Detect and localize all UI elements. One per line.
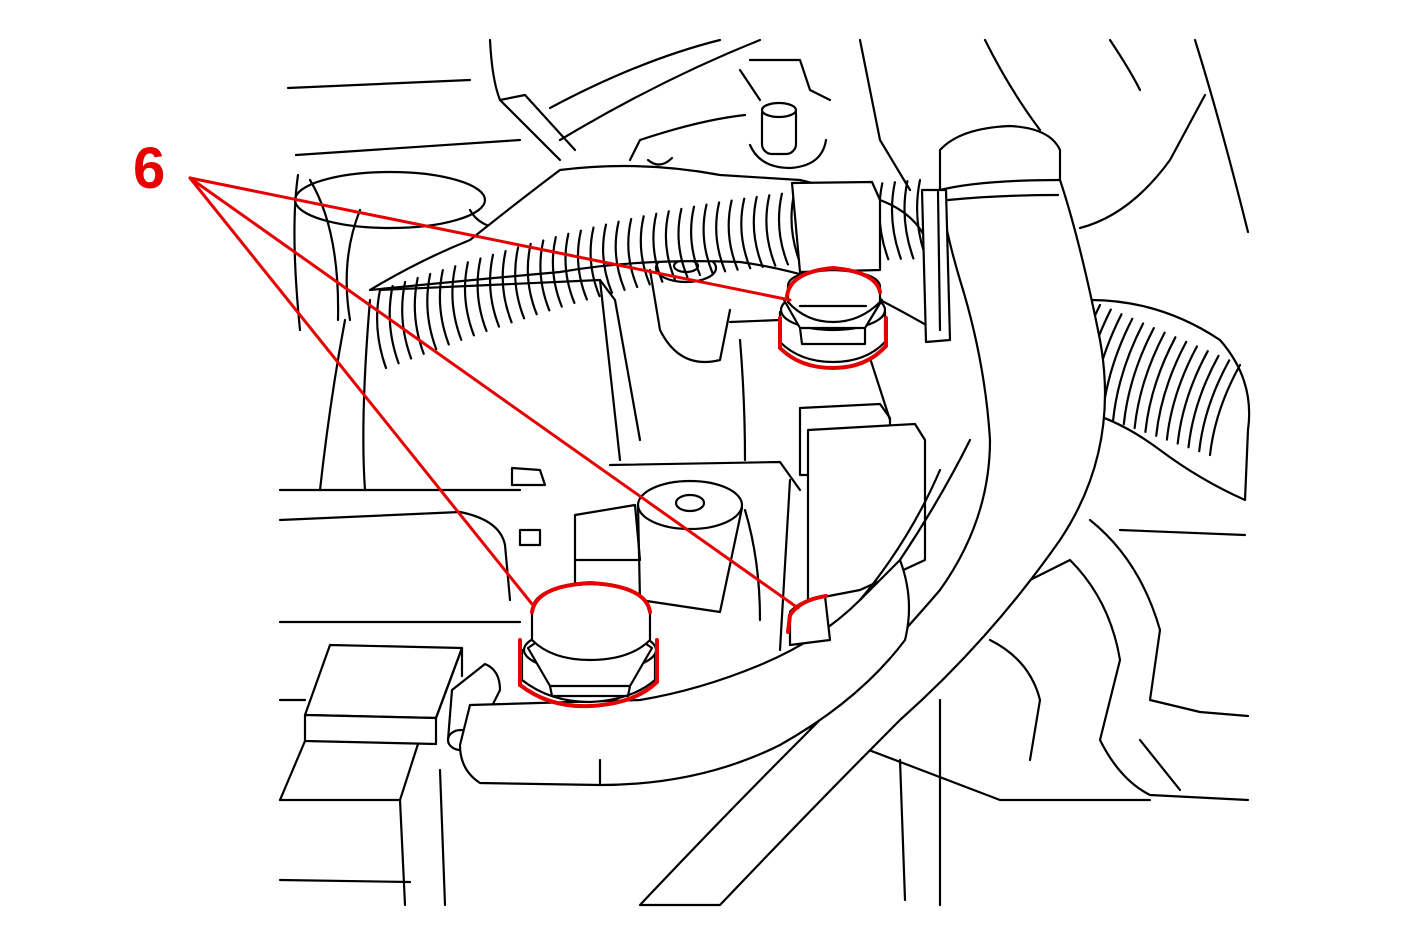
bolt-lower bbox=[520, 582, 658, 704]
curved-pipe bbox=[638, 124, 1107, 907]
callout-leader-lower bbox=[188, 176, 534, 606]
mount-bracket-arm bbox=[458, 438, 972, 787]
callout-leader-upper bbox=[188, 176, 792, 302]
callout-leader-middle bbox=[188, 176, 800, 610]
bolt-middle-hidden bbox=[788, 594, 832, 647]
bolt-highlights bbox=[518, 265, 888, 709]
callout-label: 6 bbox=[133, 136, 165, 201]
bolt-upper bbox=[778, 268, 887, 364]
callout-leaders bbox=[188, 176, 800, 610]
